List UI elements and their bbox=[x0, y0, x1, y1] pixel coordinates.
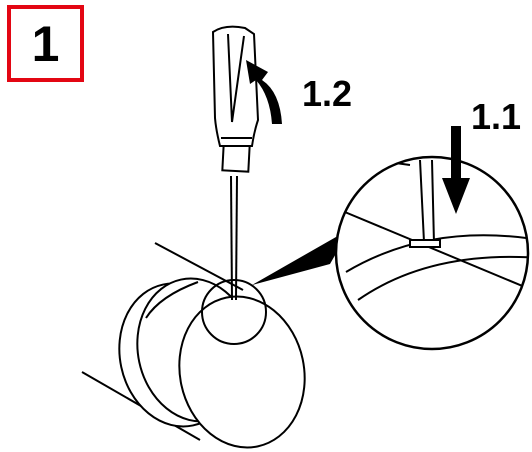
arrow-down-icon bbox=[442, 126, 470, 214]
curved-arrow-icon bbox=[246, 60, 282, 124]
zoom-detail bbox=[334, 155, 530, 351]
roller-wheel-icon bbox=[118, 277, 306, 449]
step-number: 1 bbox=[31, 15, 60, 72]
step-number-box: 1 bbox=[7, 5, 84, 82]
callout-wedge bbox=[252, 229, 350, 285]
roller-band bbox=[145, 281, 199, 319]
sub-step-label-1-1: 1.1 bbox=[471, 96, 522, 137]
sub-step-label-1-2: 1.2 bbox=[302, 73, 353, 114]
screwdriver-icon bbox=[211, 25, 260, 301]
detail-circle bbox=[201, 279, 267, 345]
